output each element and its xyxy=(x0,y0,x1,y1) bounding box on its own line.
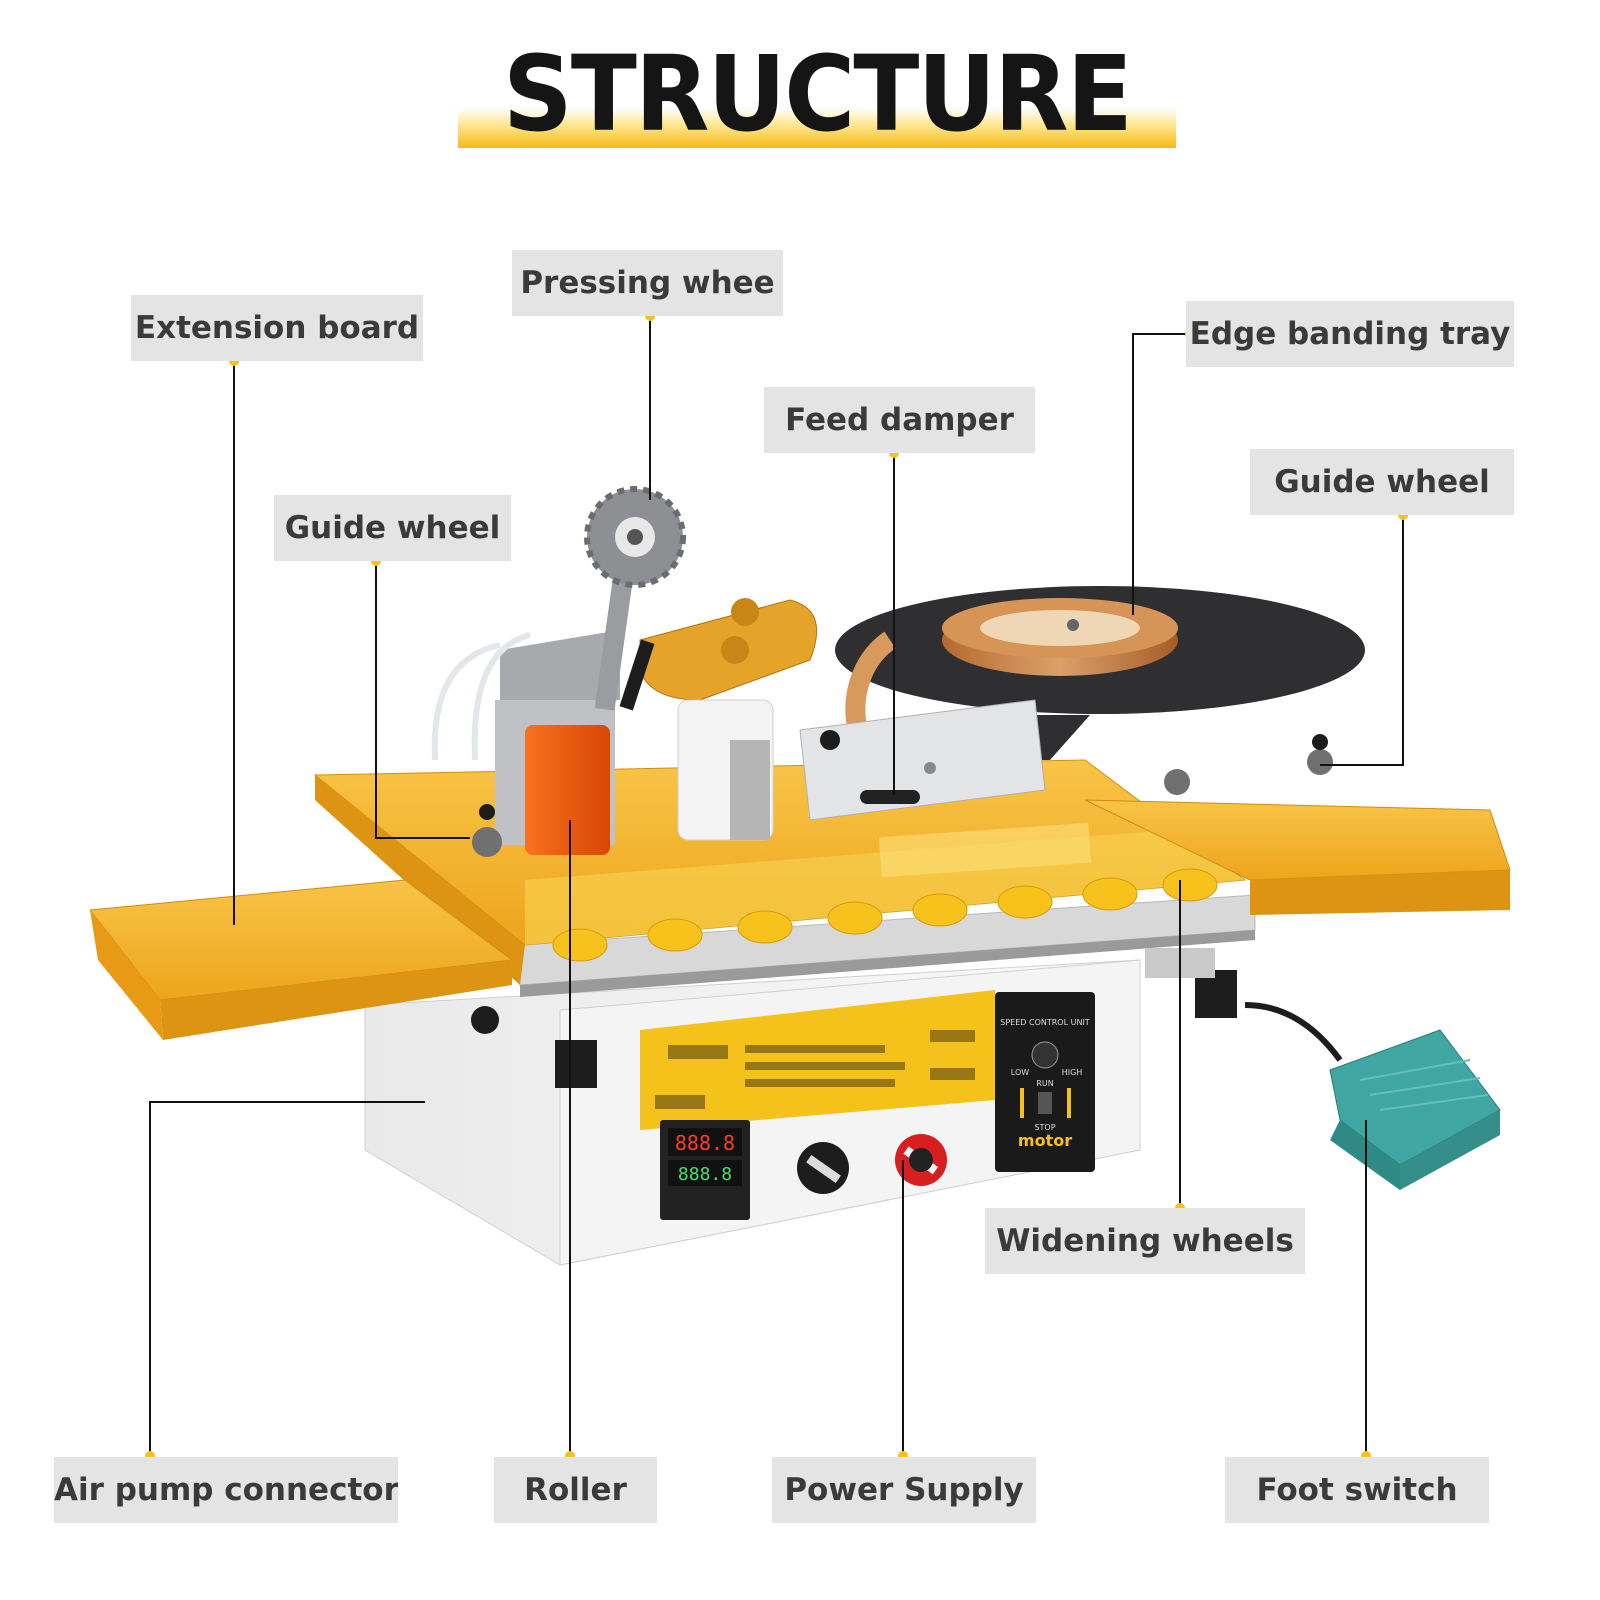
foot-switch-pedal xyxy=(1244,1002,1501,1190)
edge-banding-tray xyxy=(835,586,1365,760)
side-brackets xyxy=(471,948,1237,1088)
speed-high-label: HIGH xyxy=(1062,1068,1083,1077)
extension-board-left xyxy=(89,879,514,1040)
leader-edge-banding-tray xyxy=(1132,333,1190,615)
label-foot-switch: Foot switch xyxy=(1225,1457,1489,1523)
speed-knob[interactable] xyxy=(1031,1041,1059,1069)
label-edge-banding-tray: Edge banding tray xyxy=(1186,301,1514,367)
label-widening-wheels: Widening wheels xyxy=(985,1208,1305,1274)
run-stop-switch[interactable] xyxy=(1038,1092,1052,1114)
leader-lines xyxy=(149,316,1404,1456)
label-power-supply: Power Supply xyxy=(772,1457,1036,1523)
label-roller: Roller xyxy=(494,1457,657,1523)
title-block: STRUCTURE xyxy=(458,38,1176,150)
leader-guide-wheel-right xyxy=(1320,515,1404,766)
control-panel: 888.8 888.8 xyxy=(640,990,995,1220)
title-underline-highlight xyxy=(458,108,1176,148)
speed-control-title: SPEED CONTROL UNIT xyxy=(1000,1018,1090,1027)
leader-air-pump-connector xyxy=(149,1101,425,1456)
run-label: RUN xyxy=(1036,1079,1053,1088)
label-feed-damper: Feed damper xyxy=(764,387,1035,453)
label-pressing-wheel: Pressing whee xyxy=(512,250,783,316)
stop-label: STOP xyxy=(1034,1123,1055,1132)
leader-guide-wheel-left xyxy=(375,561,470,839)
label-guide-wheel-left: Guide wheel xyxy=(274,495,511,561)
temp-display-top: 888.8 xyxy=(675,1131,735,1155)
speed-control-unit: SPEED CONTROL UNIT LOW HIGH RUN STOP mot… xyxy=(995,992,1095,1172)
roller-cylinder xyxy=(525,725,610,855)
widening-wheels xyxy=(552,868,1218,962)
motor-label: motor xyxy=(1018,1131,1072,1150)
temp-display-bottom: 888.8 xyxy=(678,1164,732,1185)
page-title: STRUCTURE xyxy=(503,33,1133,155)
label-guide-wheel-right: Guide wheel xyxy=(1250,449,1514,515)
label-extension-board: Extension board xyxy=(131,295,423,361)
feed-head-assembly xyxy=(431,486,1333,857)
label-air-pump-connector: Air pump connector xyxy=(54,1457,398,1523)
speed-low-label: LOW xyxy=(1011,1068,1029,1077)
extension-board-right xyxy=(1084,799,1511,915)
